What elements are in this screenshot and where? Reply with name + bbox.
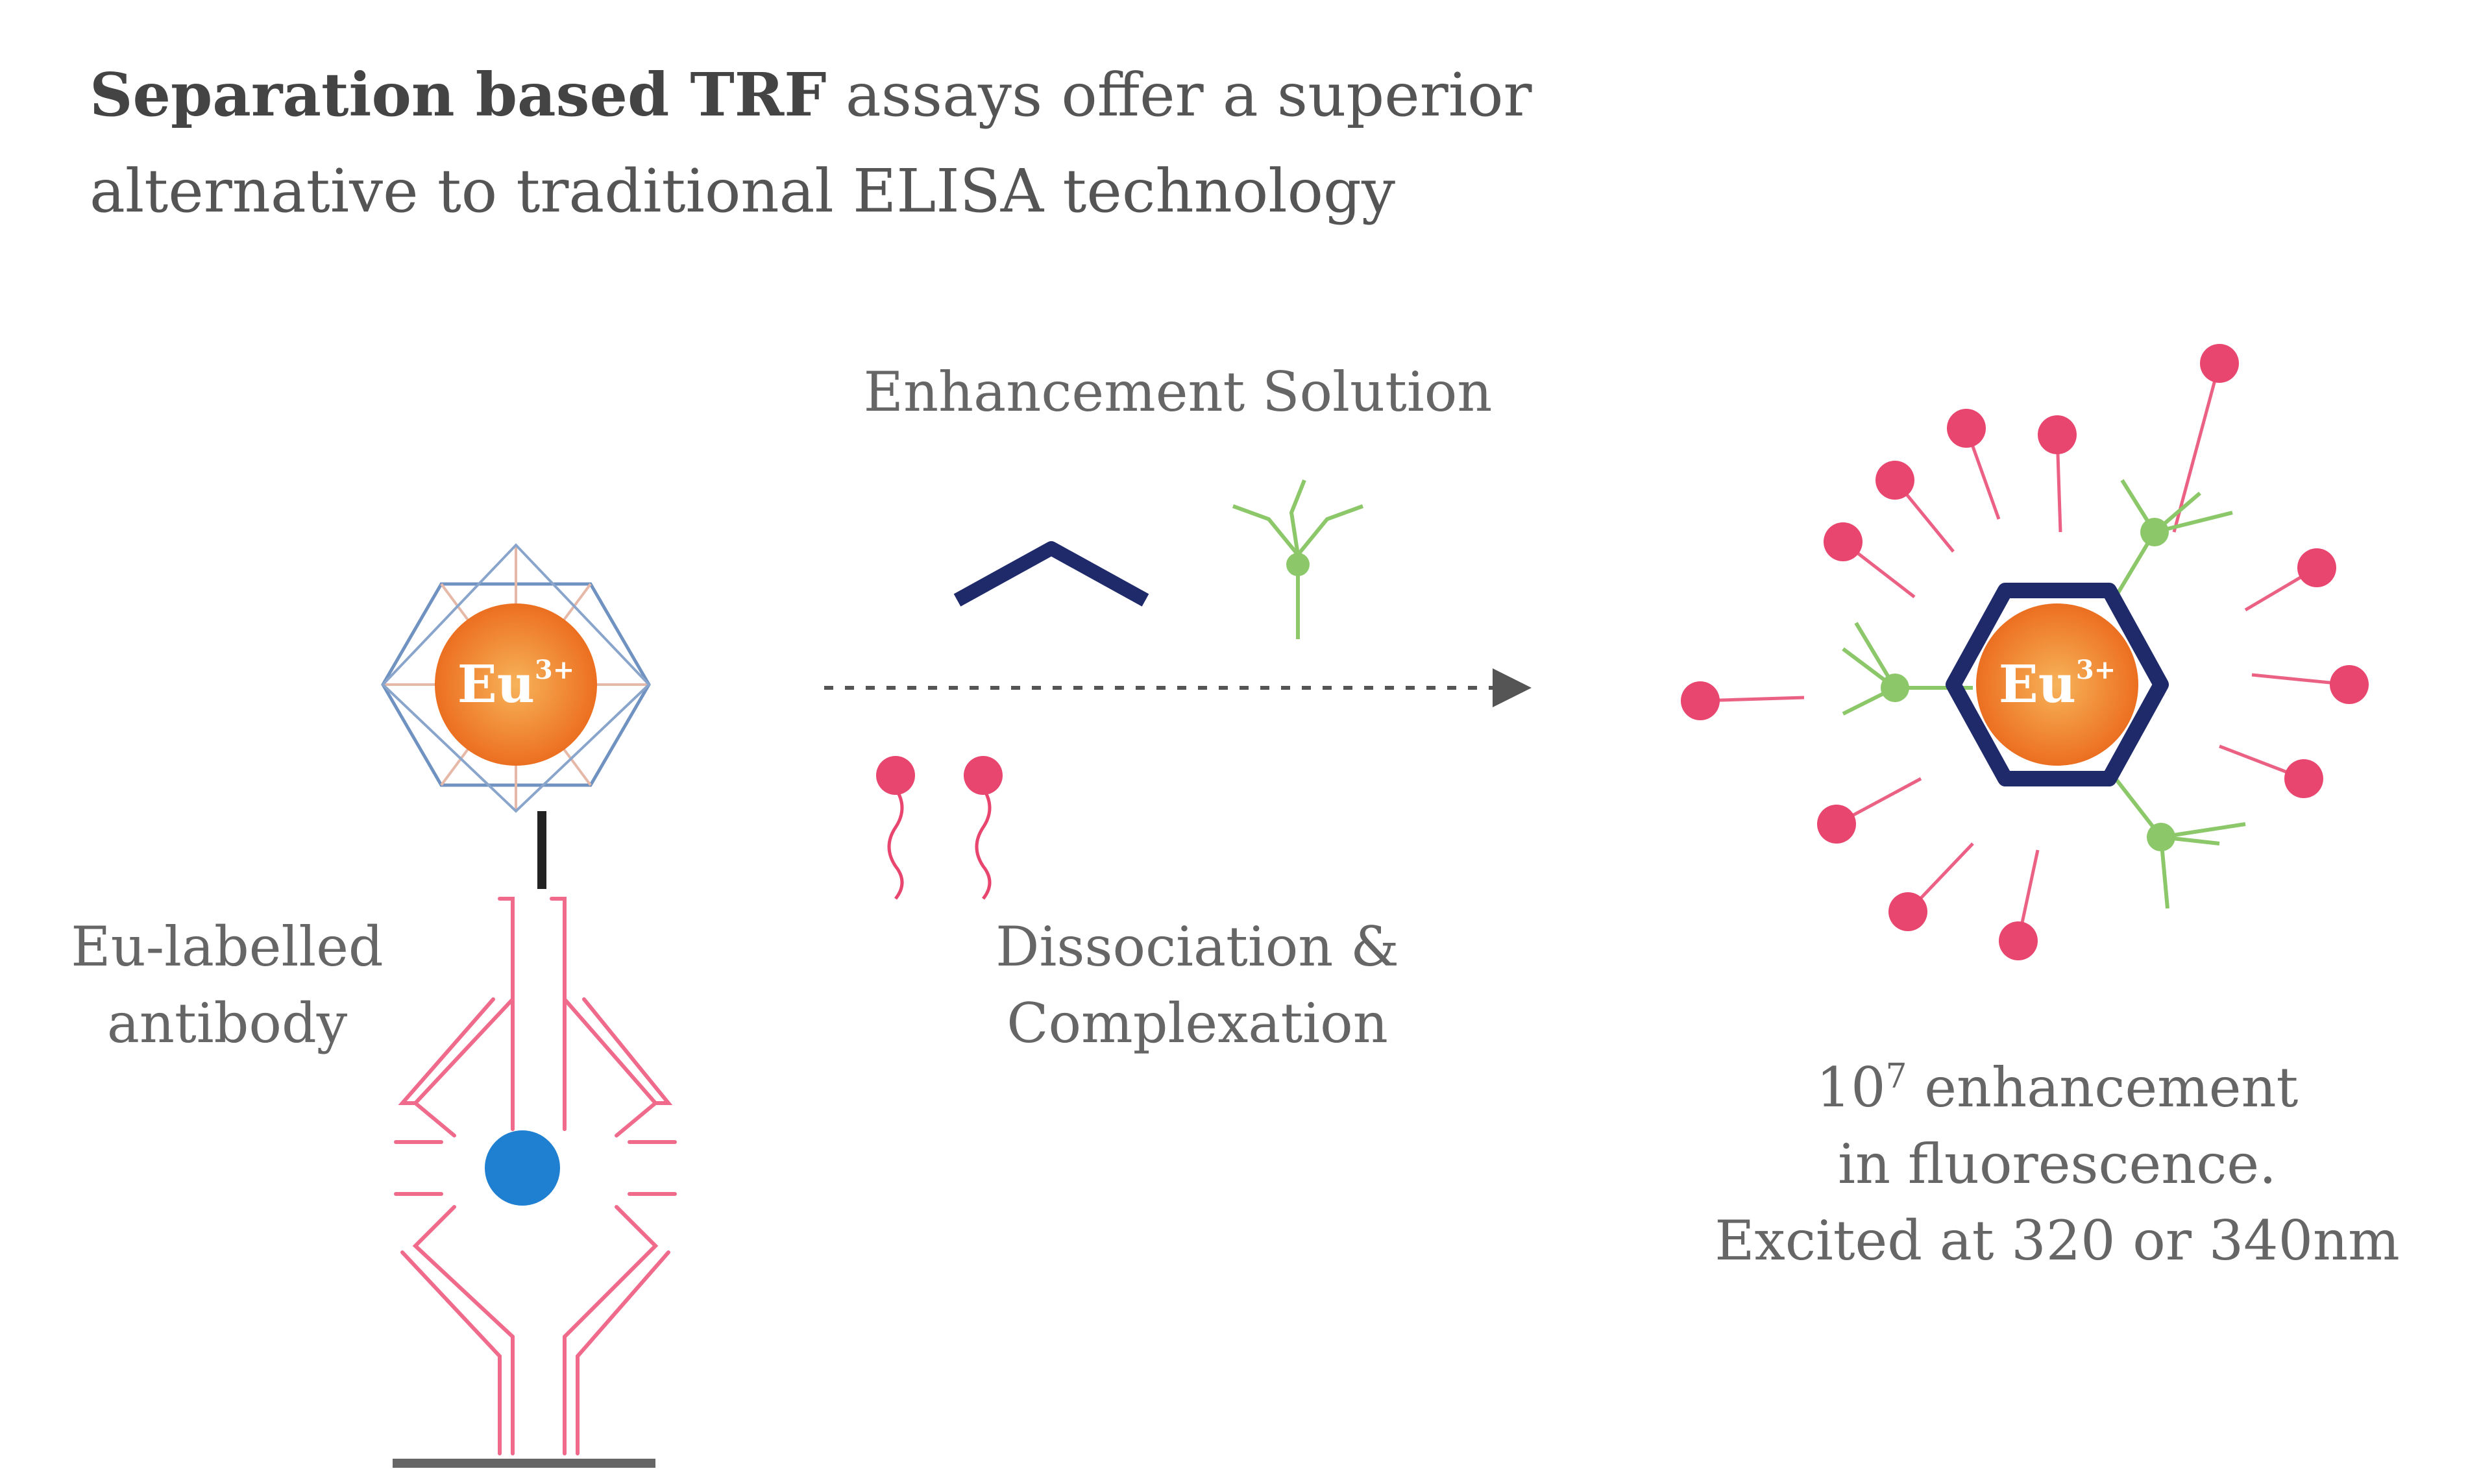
result-line1-rest: enhancement (1907, 1056, 2299, 1119)
result-base: 10 (1816, 1056, 1886, 1119)
ion-charge-right: 3+ (2076, 655, 2116, 685)
dissociation-label: Dissociation & Complexation (996, 915, 1399, 1055)
result-exponent: 7 (1885, 1057, 1907, 1096)
result-label-line3: Excited at 320 or 340nm (1715, 1209, 2400, 1272)
chelate-complex-left: Eu3+ (381, 543, 651, 813)
headline: Separation based TRF assays offer a supe… (90, 47, 1647, 239)
svg-text:Eu3+: Eu3+ (458, 653, 575, 714)
beta-diketone-chevron (953, 541, 1149, 607)
ion-label-left: Eu (458, 653, 535, 714)
antibody-label-line1: Eu-labelled (71, 915, 384, 979)
antibody-label-line2: antibody (106, 991, 348, 1055)
europium-ion-right (1976, 603, 2138, 766)
headline-rest: assays offer a superior alternative to t… (90, 60, 1532, 226)
enhancement-solution-label: Enhancement Solution (863, 360, 1493, 424)
ion-charge-left: 3+ (535, 655, 574, 685)
chelate-hexagon (1946, 583, 2169, 786)
ion-label-right: Eu (1999, 653, 2076, 714)
result-label-line2: in fluorescence. (1838, 1132, 2277, 1196)
result-label-line1: 107 enhancement (1642, 1038, 2473, 1126)
antibody (394, 897, 677, 1455)
antibody-label: Eu-labelled antibody (26, 908, 428, 1062)
europium-ion-left (435, 603, 597, 766)
surfactant-molecules (876, 756, 1003, 900)
top-ligand (1232, 479, 1364, 639)
svg-text:Eu3+: Eu3+ (1999, 653, 2116, 714)
headline-bold: Separation based TRF (90, 60, 827, 130)
micelle-complex: Eu3+ (1681, 344, 2369, 960)
result-label: 107 enhancement in fluorescence. Excited… (1642, 1038, 2473, 1279)
analyte-sphere (485, 1130, 560, 1206)
